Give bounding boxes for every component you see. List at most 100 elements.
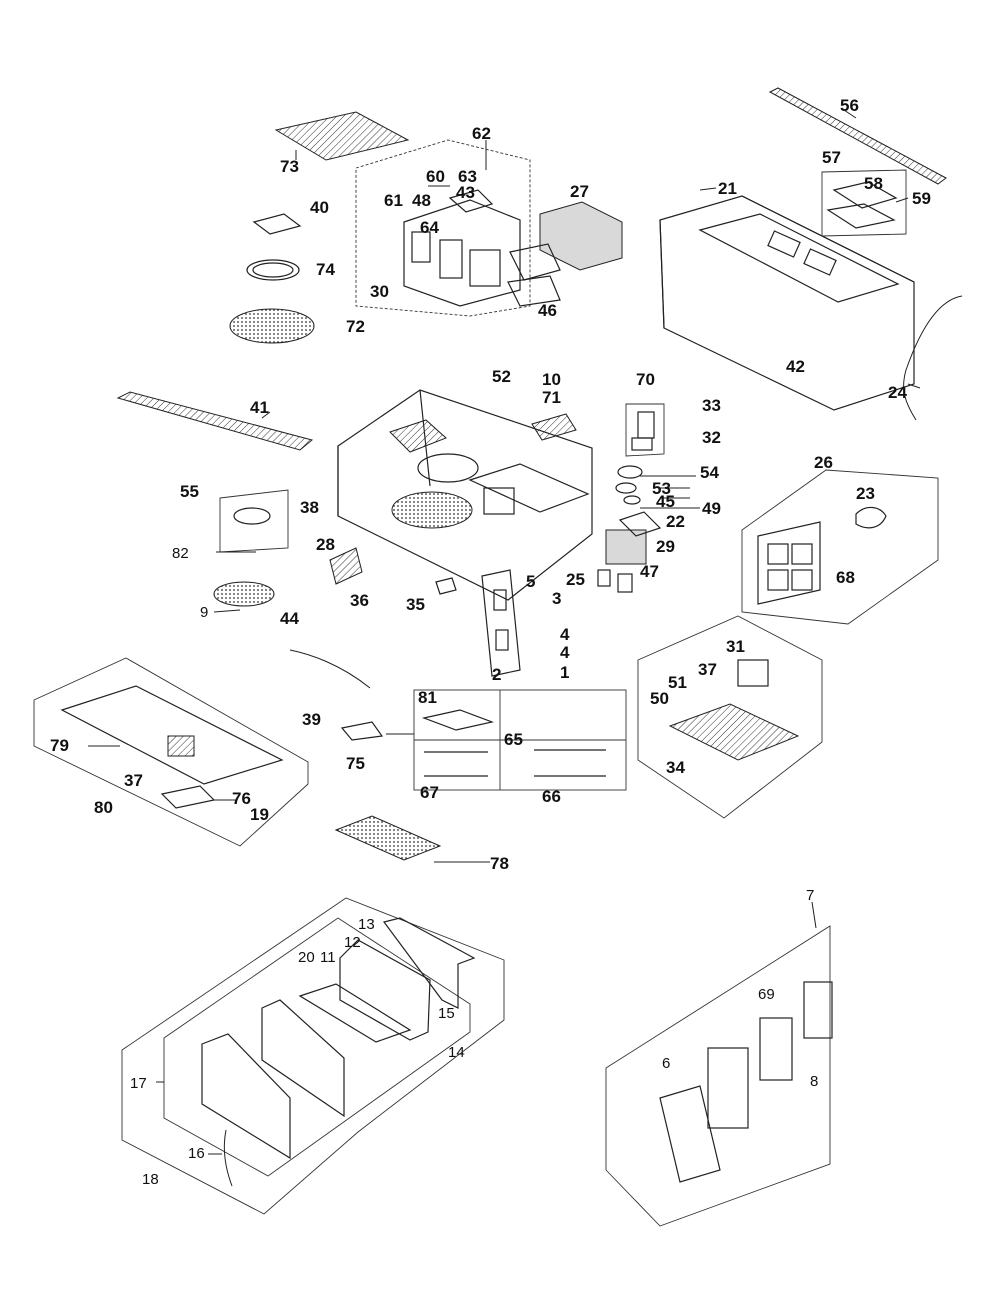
callout-52: 52 xyxy=(492,367,511,386)
group-62-dashed-box xyxy=(355,139,531,317)
group-31-34-box xyxy=(637,615,823,819)
vent-strip-56 xyxy=(768,87,947,185)
callout-24: 24 xyxy=(888,383,907,402)
callout-70: 70 xyxy=(636,370,655,389)
callout-20: 20 xyxy=(298,949,315,966)
callout-78: 78 xyxy=(490,854,509,873)
callout-79: 79 xyxy=(50,736,69,755)
part-40 xyxy=(252,213,302,235)
callout-30: 30 xyxy=(370,282,389,301)
callout-46: 46 xyxy=(538,301,557,320)
callout-27: 27 xyxy=(570,182,589,201)
callout-58: 58 xyxy=(864,174,883,193)
callout-5: 5 xyxy=(526,572,535,591)
group-70-box xyxy=(625,403,665,457)
callout-3: 3 xyxy=(552,589,561,608)
cavity-frame xyxy=(337,389,593,601)
callout-76: 76 xyxy=(232,789,251,808)
callout-18: 18 xyxy=(142,1171,159,1188)
callout-36: 36 xyxy=(350,591,369,610)
fan-motor-27 xyxy=(507,201,623,307)
wire-harness xyxy=(289,649,371,689)
control-assembly-64 xyxy=(403,189,521,307)
callout-4a: 4 xyxy=(560,625,570,644)
callout-6: 6 xyxy=(662,1055,670,1072)
callout-72: 72 xyxy=(346,317,365,336)
callout-56: 56 xyxy=(840,96,859,115)
callout-15: 15 xyxy=(438,1005,455,1022)
callout-16: 16 xyxy=(188,1145,205,1162)
parts-53-54-45 xyxy=(615,465,643,505)
callout-38: 38 xyxy=(300,498,319,517)
callout-7: 7 xyxy=(806,887,814,904)
callout-69: 69 xyxy=(758,986,775,1003)
callout-47: 47 xyxy=(640,562,659,581)
callout-68: 68 xyxy=(836,568,855,587)
door-latch-2 xyxy=(481,569,521,677)
callout-74: 74 xyxy=(316,260,335,279)
callout-2: 2 xyxy=(492,665,501,684)
callout-35: 35 xyxy=(406,595,425,614)
part-35 xyxy=(435,577,457,595)
callout-11: 11 xyxy=(320,949,336,966)
callout-66: 66 xyxy=(542,787,561,806)
callout-33: 33 xyxy=(702,396,721,415)
callout-80: 80 xyxy=(94,798,113,817)
part-39 xyxy=(340,721,384,741)
filter-78 xyxy=(334,815,442,861)
callout-67: 67 xyxy=(420,783,439,802)
callout-82: 82 xyxy=(172,545,189,562)
turntable-tray-72 xyxy=(229,308,315,344)
callout-9: 9 xyxy=(200,604,208,621)
part-25-47 xyxy=(597,569,633,593)
callout-48: 48 xyxy=(412,191,431,210)
part-36 xyxy=(329,547,363,585)
callout-81: 81 xyxy=(418,688,437,707)
callout-53: 53 xyxy=(652,479,671,498)
callout-63: 63 xyxy=(458,167,477,186)
handle-bar-41 xyxy=(116,391,314,451)
callout-37a: 37 xyxy=(698,660,717,679)
callout-51: 51 xyxy=(668,673,687,692)
callout-8: 8 xyxy=(810,1073,818,1090)
cord-24 xyxy=(903,295,963,421)
callout-64: 64 xyxy=(420,218,439,237)
group-57-box xyxy=(821,169,907,237)
callout-42: 42 xyxy=(786,357,805,376)
callout-71: 71 xyxy=(542,388,561,407)
roller-ring-44 xyxy=(213,581,275,607)
callout-49: 49 xyxy=(702,499,721,518)
callout-43: 43 xyxy=(456,183,475,202)
callout-73: 73 xyxy=(280,157,299,176)
callout-55: 55 xyxy=(180,482,199,501)
callout-17: 17 xyxy=(130,1075,147,1092)
callout-45: 45 xyxy=(656,492,675,511)
callout-13: 13 xyxy=(358,916,375,933)
callout-41: 41 xyxy=(250,398,269,417)
callout-60: 60 xyxy=(426,167,445,186)
control-panel-group-box xyxy=(605,925,833,1227)
callout-22: 22 xyxy=(666,512,685,531)
group-55-box xyxy=(219,489,289,553)
callout-50: 50 xyxy=(650,689,669,708)
callout-37b: 37 xyxy=(124,771,143,790)
callout-28: 28 xyxy=(316,535,335,554)
group-26-box xyxy=(741,469,939,625)
callout-61: 61 xyxy=(384,191,403,210)
callout-29: 29 xyxy=(656,537,675,556)
callout-59: 59 xyxy=(912,189,931,208)
callout-23: 23 xyxy=(856,484,875,503)
callout-57: 57 xyxy=(822,148,841,167)
callout-19: 19 xyxy=(250,805,269,824)
callout-44: 44 xyxy=(280,609,299,628)
door-group-box xyxy=(121,897,505,1215)
callout-12: 12 xyxy=(344,934,361,951)
callout-54: 54 xyxy=(700,463,719,482)
callout-10: 10 xyxy=(542,370,561,389)
callout-31: 31 xyxy=(726,637,745,656)
group-75-box xyxy=(413,689,627,791)
callout-4b: 4 xyxy=(560,643,570,662)
callout-1: 1 xyxy=(560,663,569,682)
callout-75: 75 xyxy=(346,754,365,773)
